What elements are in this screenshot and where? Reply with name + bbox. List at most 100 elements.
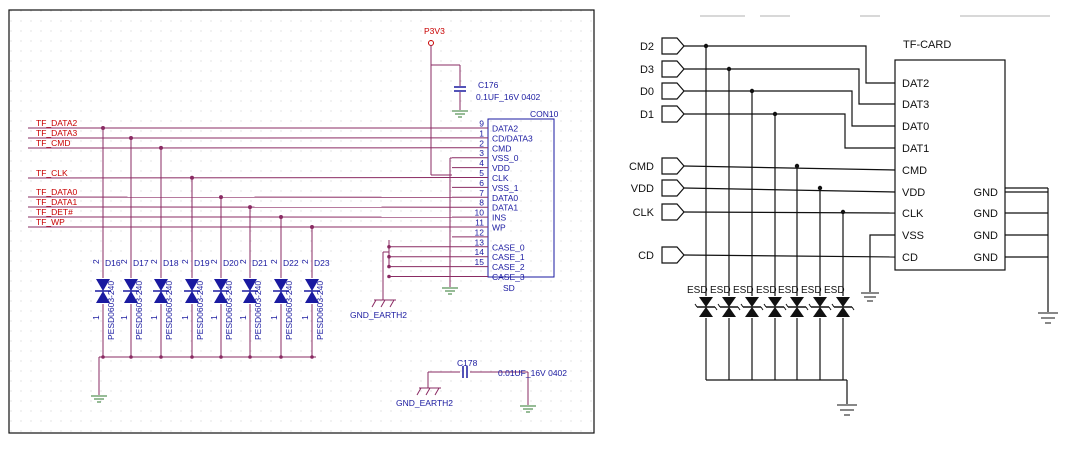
vss-ground-icon <box>442 287 458 295</box>
cap-c178-ref: C178 <box>457 358 478 368</box>
connector-pin-number: 10 <box>475 208 485 218</box>
power-label: P3V3 <box>424 26 445 36</box>
input-port-label: D1 <box>640 109 654 121</box>
diode-pin-bottom: 1 <box>180 315 190 320</box>
diode-pin-top: 2 <box>300 259 310 264</box>
chip-pin-left: DAT1 <box>902 143 929 155</box>
connector-pin-name: CLK <box>492 173 509 183</box>
signal-wire <box>683 187 896 193</box>
earth-ground-icon-1 <box>371 299 396 308</box>
net-label: TF_DATA1 <box>36 197 78 207</box>
case-junction <box>387 274 391 279</box>
diode-pin-top: 2 <box>180 259 190 264</box>
esd-label: ESD <box>824 285 845 296</box>
diode-ref: D20 <box>223 258 239 268</box>
left-schematic-frame <box>8 9 595 434</box>
esd-label: ESD <box>733 285 754 296</box>
input-port-label: CMD <box>629 161 654 173</box>
input-port-label: VDD <box>631 183 654 195</box>
connector-pin-number: 13 <box>475 237 485 247</box>
gnd-earth-label-2: GND_EARTH2 <box>396 398 453 408</box>
chip-pin-right: GND <box>974 252 999 264</box>
vss-wire <box>869 234 895 292</box>
connector-pin-number: 3 <box>479 148 484 158</box>
connector-pin-number: 1 <box>479 128 484 138</box>
diode-pin-top: 2 <box>149 259 159 264</box>
input-port: CLK <box>633 203 685 221</box>
diode-ref: D18 <box>163 258 179 268</box>
diode-part-number: PESD0603-240 <box>195 281 205 340</box>
esd-device: ESD <box>710 66 741 380</box>
esd-diode: D18 2 1 PESD0603-240 <box>149 147 179 359</box>
connector-pin-name: DATA2 <box>492 124 518 134</box>
net-label: TF_DATA2 <box>36 118 78 128</box>
diode-pin-bottom: 1 <box>149 315 159 320</box>
net-label: TF_CLK <box>36 168 68 178</box>
input-port: D2 <box>640 37 685 55</box>
tf-card-chip <box>894 59 1006 271</box>
diode-ref: D16 <box>105 258 121 268</box>
net-label: TF_WP <box>36 217 65 227</box>
input-port: CMD <box>629 157 685 175</box>
esd-label: ESD <box>778 285 799 296</box>
net-label: TF_DET# <box>36 207 73 217</box>
connector-name: SD <box>503 283 515 293</box>
diode-ref: D22 <box>283 258 299 268</box>
cap-c176-ground-icon <box>452 110 468 118</box>
diode-part-number: PESD0603-240 <box>164 281 174 340</box>
vss-ground-icon <box>861 292 879 302</box>
connector-pin-number: 15 <box>475 257 485 267</box>
connector-pin-name: INS <box>492 213 507 223</box>
connector-pin-number: 9 <box>479 119 484 129</box>
connector-ref: CON10 <box>530 109 559 119</box>
esd-ground-icon <box>837 404 857 416</box>
connector-pin-number: 11 <box>475 218 484 228</box>
diode-ref: D21 <box>252 258 268 268</box>
net-wire <box>27 177 453 179</box>
signal-wire <box>683 165 896 171</box>
diode-ref: D17 <box>133 258 149 268</box>
connector-pin-name: CD/DATA3 <box>492 133 533 143</box>
connector-pin-number: 6 <box>479 178 484 188</box>
esd-label: ESD <box>756 285 777 296</box>
cap-c178-value: 0.01UF_16V 0402 <box>498 368 567 378</box>
diode-pin-bottom: 1 <box>300 315 310 320</box>
chip-pin-left: VDD <box>902 187 925 199</box>
esd-device: ESD <box>687 43 718 380</box>
diode-pin-top: 2 <box>91 259 101 264</box>
diode-pin-bottom: 1 <box>119 315 129 320</box>
chip-ground-icon <box>1038 312 1058 324</box>
net-label: TF_DATA0 <box>36 187 78 197</box>
chip-pin-left: DAT2 <box>902 78 929 90</box>
chip-pin-left: CMD <box>902 165 927 177</box>
input-port-label: D2 <box>640 41 654 53</box>
net-lines: TF_DATA2TF_DATA3TF_CMDTF_CLKTF_DATA0TF_D… <box>27 118 453 279</box>
diode-ground-icon <box>91 395 107 403</box>
input-port: D3 <box>640 60 685 78</box>
esd-device: ESD <box>756 111 787 380</box>
gnd-earth-label-1: GND_EARTH2 <box>350 310 407 320</box>
connector-pin-name: CASE_2 <box>492 262 525 272</box>
diode-pin-bottom: 1 <box>209 315 219 320</box>
signal-wire <box>684 90 895 127</box>
diode-ref: D23 <box>314 258 330 268</box>
input-port-label: D0 <box>640 86 654 98</box>
signal-wire <box>683 211 896 214</box>
connector-pin-name: CASE_0 <box>492 242 525 252</box>
diode-part-number: PESD0603-240 <box>134 281 144 340</box>
connector-pin-name: CMD <box>492 143 511 153</box>
input-port: VDD <box>631 179 685 197</box>
connector-pin-number: 12 <box>475 227 485 237</box>
input-port-label: CLK <box>633 207 655 219</box>
chip-pin-right: GND <box>974 208 999 220</box>
case-junction <box>387 264 391 269</box>
